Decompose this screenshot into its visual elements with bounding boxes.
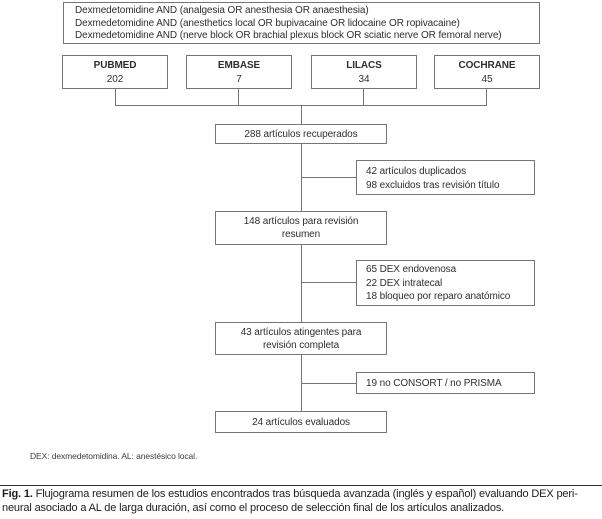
- abbreviations-footnote: DEX: dexmedetomidina. AL: anestésico loc…: [30, 451, 198, 461]
- connector-cochrane-stub: [486, 89, 487, 106]
- database-name: EMBASE: [217, 60, 261, 71]
- figure-label: Fig. 1.: [2, 488, 33, 500]
- exclusion-box-consort-prisma: 19 no CONSORT / no PRISMA: [356, 372, 535, 394]
- exclusion-line: 65 DEX endovenosa: [366, 264, 457, 275]
- database-count: 202: [106, 74, 124, 85]
- exclusion-line: 98 excluidos tras revisión título: [366, 179, 500, 191]
- node-articles-evaluated: 24 artículos evaluados: [215, 411, 387, 433]
- caption-line-2: neural asociado a AL de larga duración, …: [2, 501, 505, 514]
- node-line: 288 artículos recuperados: [244, 129, 358, 140]
- figure-caption: Fig. 1. Flujograma resumen de los estudi…: [2, 488, 602, 515]
- exclusion-box-dex-routes: 65 DEX endovenosa 22 DEX intratecal 18 b…: [356, 260, 535, 306]
- caption-text-1: Flujograma resumen de los estudios encon…: [35, 488, 578, 500]
- database-name: COCHRANE: [458, 60, 516, 71]
- connector-branch-dex: [301, 282, 356, 283]
- node-abstract-review: 148 artículos para revisión resumen: [215, 211, 387, 245]
- node-line: 24 artículos evaluados: [252, 417, 350, 428]
- connector-pubmed-stub: [115, 89, 116, 106]
- connector-embase-stub: [238, 89, 239, 106]
- exclusion-line: 19 no CONSORT / no PRISMA: [366, 378, 502, 389]
- database-count: 34: [358, 74, 370, 85]
- node-line: revisión completa: [262, 340, 340, 351]
- connector-spine-2: [301, 245, 302, 322]
- search-strategy-line: Dexmedetomidine AND (nerve block OR brac…: [75, 30, 502, 42]
- connector-lilacs-stub: [363, 89, 364, 106]
- exclusion-line: 42 artículos duplicados: [366, 166, 466, 177]
- node-articles-retrieved: 288 artículos recuperados: [215, 124, 387, 144]
- database-box-cochrane: COCHRANE 45: [434, 55, 540, 89]
- database-box-lilacs: LILACS 34: [311, 55, 417, 89]
- database-name: LILACS: [346, 60, 382, 71]
- caption-divider: [0, 485, 602, 486]
- database-box-pubmed: PUBMED 202: [62, 55, 168, 89]
- caption-line-1: Fig. 1. Flujograma resumen de los estudi…: [2, 488, 602, 502]
- connector-branch-consort: [301, 383, 356, 384]
- exclusion-line: 18 bloqueo por reparo anatómico: [366, 291, 511, 302]
- connector-merge-drop: [301, 105, 302, 124]
- exclusion-line: 22 DEX intratecal: [366, 277, 443, 289]
- database-box-embase: EMBASE 7: [186, 55, 292, 89]
- node-line: resumen: [281, 229, 321, 240]
- database-count: 45: [481, 74, 493, 85]
- node-line: 43 artículos atingentes para: [240, 327, 362, 338]
- search-strategy-line: Dexmedetomidine AND (analgesia OR anesth…: [75, 5, 369, 16]
- node-line: 148 artículos para revisión: [243, 216, 359, 227]
- node-full-review: 43 artículos atingentes para revisión co…: [215, 322, 387, 355]
- search-strategy-line: Dexmedetomidine AND (anesthetics local O…: [75, 17, 460, 29]
- connector-branch-duplicates: [301, 177, 356, 178]
- database-name: PUBMED: [93, 60, 137, 71]
- database-count: 7: [236, 74, 242, 85]
- exclusion-box-duplicates-title: 42 artículos duplicados 98 excluidos tra…: [356, 160, 535, 195]
- search-strategy-box: Dexmedetomidine AND (analgesia OR anesth…: [63, 2, 540, 44]
